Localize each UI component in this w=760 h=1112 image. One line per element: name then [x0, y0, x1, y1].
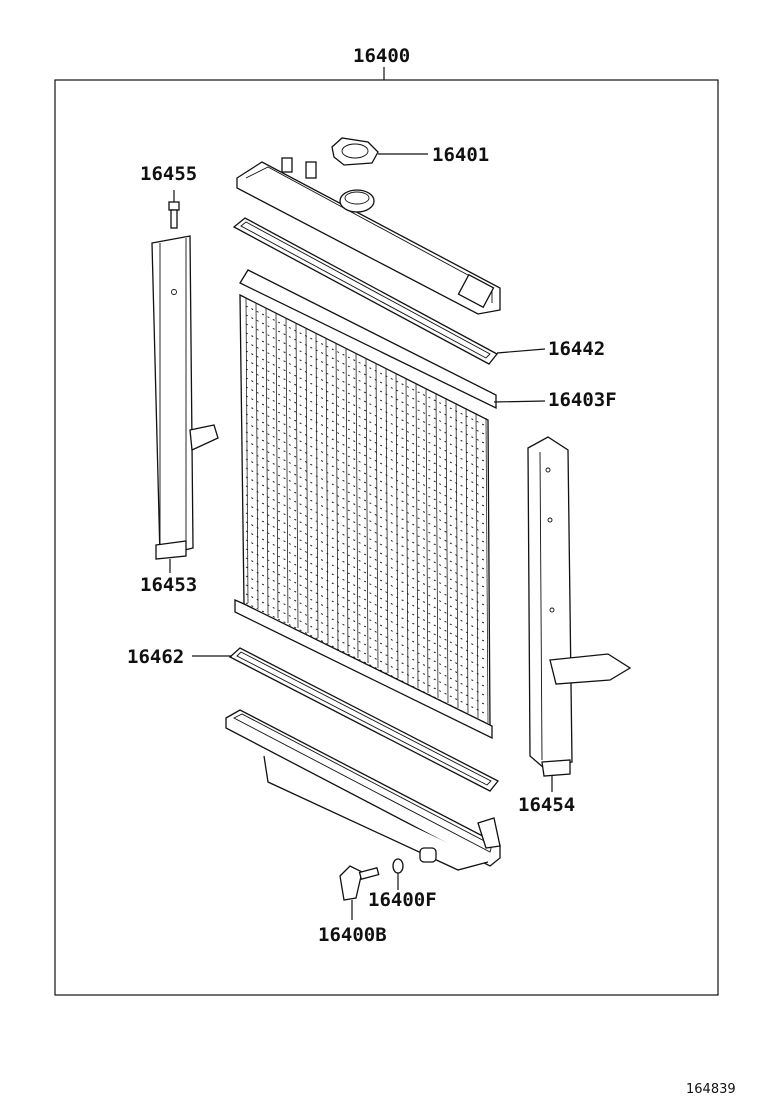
core-fin-row: [245, 377, 487, 499]
core-tube: [415, 382, 419, 689]
core-fin-row: [245, 323, 487, 445]
core-fin-row: [245, 593, 487, 715]
core-fin-row: [245, 575, 487, 697]
core-fin-row: [245, 530, 487, 652]
core-fin-row: [245, 305, 487, 427]
core-tube: [285, 317, 289, 624]
core-fin-row: [245, 467, 487, 589]
core-tube: [355, 352, 359, 659]
core-tube: [425, 387, 429, 694]
label-lower-gasket: 16462: [127, 646, 184, 668]
core-fin-row: [245, 314, 487, 436]
core-fin-row: [245, 512, 487, 634]
core-tube: [485, 417, 489, 724]
core-fin-row: [245, 404, 487, 526]
core-fin-row: [245, 341, 487, 463]
label-drain-cock: 16400B: [318, 924, 387, 946]
core-tube: [435, 392, 439, 699]
lower-gasket: [192, 647, 500, 792]
core-fin-row: [245, 359, 487, 481]
core-fin-row: [245, 584, 487, 706]
core-fin-row: [245, 503, 487, 625]
core-fin-row: [245, 494, 487, 616]
core-fin-row: [245, 395, 487, 517]
core-fin-row: [245, 566, 487, 688]
assembly-frame: [54, 67, 719, 996]
core-fin-row: [245, 350, 487, 472]
left-support: [151, 235, 219, 573]
core-tube: [375, 362, 379, 669]
core-fin-row: [245, 485, 487, 607]
core-fin-row: [245, 431, 487, 553]
core-tube: [265, 307, 269, 614]
lower-tank: [225, 709, 501, 871]
radiator-core: [234, 269, 546, 740]
core-fin-row: [245, 440, 487, 562]
core-tube: [305, 327, 309, 634]
label-cap: 16401: [432, 144, 489, 166]
core-tube: [445, 397, 449, 704]
label-drain-oring: 16400F: [368, 889, 437, 911]
core-tube: [365, 357, 369, 664]
label-left-support: 16453: [140, 574, 197, 596]
label-right-support: 16454: [518, 794, 575, 816]
drain-oring: [392, 858, 404, 890]
core-tube: [335, 342, 339, 649]
core-fin-row: [245, 449, 487, 571]
core-fin-row: [245, 386, 487, 508]
radiator-cap: [331, 137, 428, 166]
right-support: [527, 436, 632, 792]
core-fin-row: [245, 557, 487, 679]
core-fin-row: [245, 332, 487, 454]
upper-gasket: [232, 217, 546, 365]
core-fin-row: [245, 476, 487, 598]
core-fin-row: [245, 548, 487, 670]
upper-tank: [236, 157, 501, 315]
core-fin-row: [245, 521, 487, 643]
core-tube: [275, 312, 279, 619]
core-tube: [345, 347, 349, 654]
drain-cock: [339, 865, 380, 920]
core-fins: [245, 297, 489, 724]
core-fin-row: [245, 458, 487, 580]
core-fin-row: [245, 413, 487, 535]
bolt: [168, 190, 180, 229]
core-tube: [295, 322, 299, 629]
core-fin-row: [245, 539, 487, 661]
core-fin-row: [245, 422, 487, 544]
label-bolt: 16455: [140, 163, 197, 185]
label-assembly: 16400: [353, 45, 410, 67]
label-upper-gasket: 16442: [548, 338, 605, 360]
drawing-number: 164839: [686, 1082, 736, 1097]
label-core: 16403F: [548, 389, 617, 411]
core-fin-row: [245, 368, 487, 490]
